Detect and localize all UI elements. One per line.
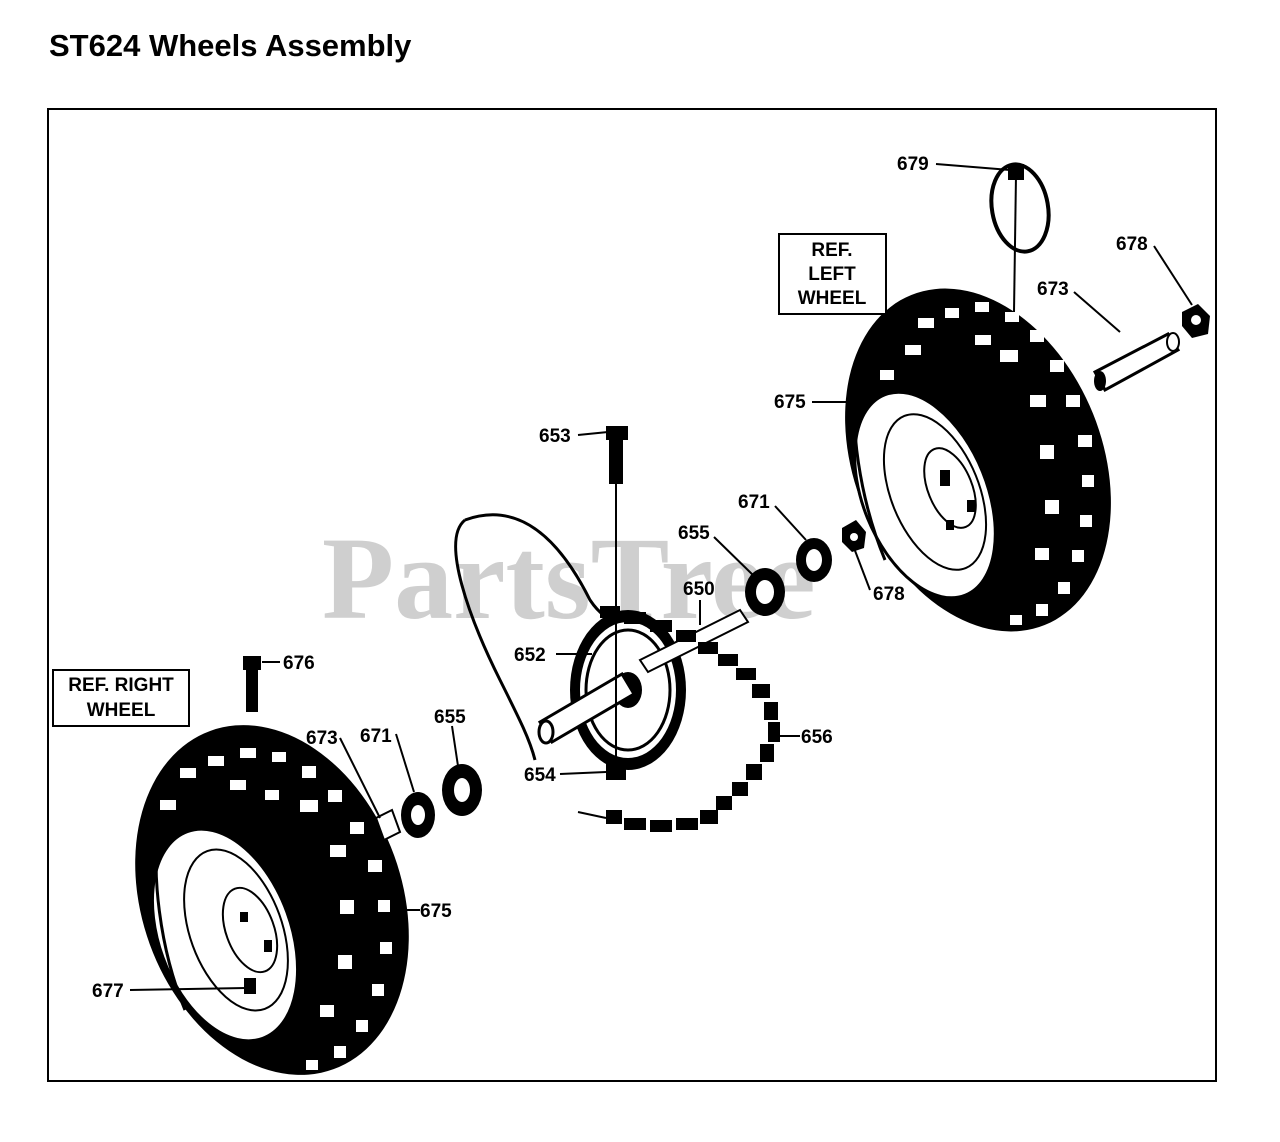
bearing-655-bottom xyxy=(442,764,482,816)
ref-left-line-3: WHEEL xyxy=(798,288,867,309)
bolt-676 xyxy=(243,656,261,712)
callout-675-bottom: 675 xyxy=(420,901,452,922)
washer-671-top xyxy=(796,538,832,582)
chain xyxy=(600,606,780,832)
ref-left-line-2: LEFT xyxy=(808,264,856,285)
washer-671-bottom xyxy=(401,792,435,838)
right-wheel xyxy=(135,725,409,1075)
callouts: 679 678 673 675 653 671 655 650 678 652 … xyxy=(92,154,1148,1002)
nut-678-mid xyxy=(842,520,866,552)
bearing-655-top xyxy=(745,568,785,616)
callout-678-top: 678 xyxy=(1116,234,1148,255)
hex-nut-top xyxy=(1182,304,1210,338)
left-wheel xyxy=(845,288,1111,632)
callout-676: 676 xyxy=(283,653,315,674)
ref-left-wheel-box: REF. LEFT WHEEL xyxy=(778,233,887,315)
callout-652: 652 xyxy=(514,645,546,666)
axle-spacer-top xyxy=(1092,332,1181,393)
callout-653: 653 xyxy=(539,426,571,447)
ref-right-line-2: WHEEL xyxy=(87,700,156,721)
page-title: ST624 Wheels Assembly xyxy=(49,28,412,63)
chain-end-lead xyxy=(577,811,607,819)
hairpin-clip xyxy=(989,162,1051,313)
callout-656: 656 xyxy=(801,727,833,748)
callout-673-bottom: 673 xyxy=(306,728,338,749)
nut-654 xyxy=(606,764,626,780)
spacer-673-bottom xyxy=(374,808,402,842)
ref-left-line-1: REF. xyxy=(811,240,852,261)
callout-655-top: 655 xyxy=(678,523,710,544)
bolt-653 xyxy=(606,426,628,770)
callout-673-top: 673 xyxy=(1037,279,1069,300)
diagram-frame xyxy=(47,108,1217,1082)
ref-right-wheel-box: REF. RIGHT WHEEL xyxy=(52,669,190,727)
callout-677: 677 xyxy=(92,981,124,1002)
callout-650: 650 xyxy=(683,579,715,600)
callout-678-mid: 678 xyxy=(873,584,905,605)
callout-679: 679 xyxy=(897,154,929,175)
callout-675-top: 675 xyxy=(774,392,806,413)
callout-671-top: 671 xyxy=(738,492,770,513)
leader-lines xyxy=(129,163,1193,991)
callout-655-bottom: 655 xyxy=(434,707,466,728)
ref-right-line-1: REF. RIGHT xyxy=(68,675,174,696)
callout-654: 654 xyxy=(524,765,556,786)
callout-671-bottom: 671 xyxy=(360,726,392,747)
